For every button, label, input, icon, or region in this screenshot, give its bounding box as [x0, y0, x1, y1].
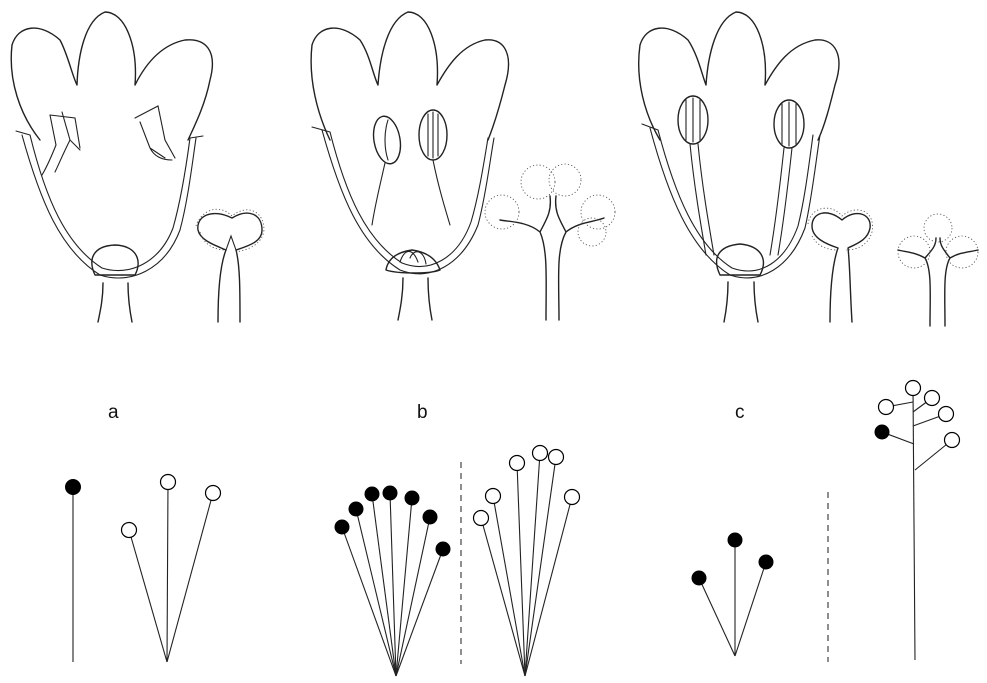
filled-node [66, 480, 81, 495]
stalk [356, 509, 396, 676]
flower-drawing-c [639, 12, 978, 326]
schematic-b-right [474, 446, 580, 677]
panel-label-b: b [417, 402, 428, 423]
corolla-outline-a [11, 12, 212, 140]
open-node [510, 456, 525, 471]
filled-node [405, 491, 420, 506]
open-node [206, 486, 221, 501]
schematic-a [66, 475, 221, 663]
open-node [879, 400, 894, 415]
main-axis [913, 388, 915, 660]
open-node [906, 381, 921, 396]
schematic-c-right [875, 381, 960, 661]
stalk [699, 578, 735, 656]
pedicel-c [724, 282, 758, 322]
open-node [474, 511, 489, 526]
stamen-left-a [50, 112, 80, 150]
pedicel-b [398, 278, 432, 320]
schematic-b [335, 446, 580, 677]
open-node [486, 489, 501, 504]
stalk [735, 562, 766, 656]
stalk [390, 493, 396, 676]
corolla-lining-c [650, 128, 820, 278]
filled-node [728, 533, 743, 548]
corolla-lining-b [322, 130, 494, 274]
stalk [342, 527, 396, 676]
stalk [396, 498, 412, 676]
filled-node [436, 542, 451, 557]
open-node [925, 391, 940, 406]
open-node [945, 433, 960, 448]
schematic-a-right [122, 475, 221, 663]
filled-node [423, 510, 438, 525]
filled-node [349, 502, 364, 517]
stigma-detail-c1 [808, 208, 873, 322]
stamen-right-a [135, 106, 175, 160]
flower-drawing-a [11, 12, 264, 322]
stalk [167, 482, 168, 662]
open-node [533, 446, 548, 461]
open-node [161, 475, 176, 490]
panel-label-c: c [735, 402, 745, 423]
schematic-c-left [692, 533, 774, 657]
pedicel-a [98, 283, 132, 322]
open-node [565, 490, 580, 505]
schematic-c [692, 381, 960, 663]
filled-node [875, 425, 890, 440]
corolla-outline-c [639, 12, 839, 140]
stigma-detail-c2 [898, 214, 978, 326]
filled-node [383, 486, 398, 501]
filled-node [759, 555, 774, 570]
filled-node [335, 520, 350, 535]
stalk [525, 453, 540, 676]
panel-label-a: a [108, 402, 119, 423]
stalk [525, 457, 556, 676]
stalk [525, 497, 572, 676]
stalk [167, 493, 213, 662]
anthers-b [370, 110, 450, 225]
open-node [122, 523, 137, 538]
stalk [493, 496, 525, 676]
stigma-detail-b [485, 164, 615, 320]
stigma-detail-a [196, 209, 264, 322]
filled-node [365, 487, 380, 502]
open-node [549, 450, 564, 465]
stalk [481, 518, 525, 676]
stalk [517, 463, 525, 676]
corolla-outline-b [311, 12, 508, 140]
open-node [939, 407, 954, 422]
stalk [372, 494, 396, 676]
schematic-b-left [335, 486, 451, 677]
schematic-a-left [66, 480, 81, 663]
flower-drawing-b [311, 12, 615, 320]
stalk [129, 530, 167, 662]
corolla-lining-a [22, 135, 196, 278]
filled-node [692, 571, 707, 586]
